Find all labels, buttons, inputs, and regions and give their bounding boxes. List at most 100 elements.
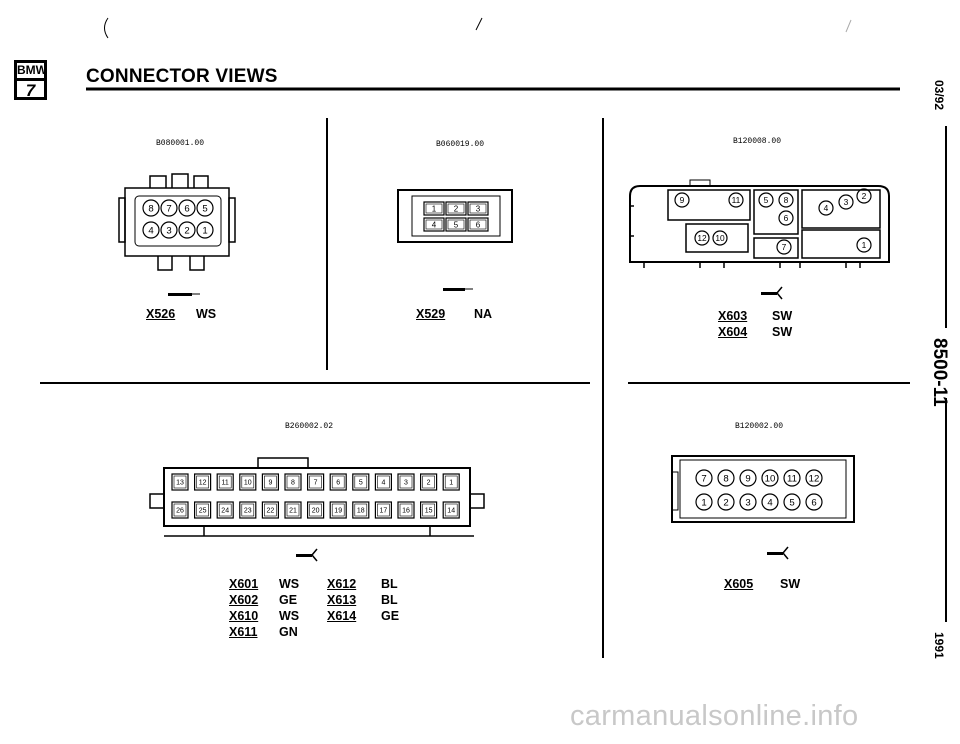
pin-number: 1 (701, 497, 706, 508)
wire-color: WS (279, 577, 300, 591)
connector-entry: X611 GN (229, 624, 327, 640)
pin-number: 7 (782, 242, 787, 252)
connector-entry: X526 WS (146, 306, 244, 322)
pin-number: 6 (336, 480, 340, 487)
wire-color: NA (474, 307, 493, 321)
pin-number: 18 (357, 508, 365, 515)
pin-number: 16 (402, 508, 410, 515)
connector-pin: 6 (467, 217, 489, 232)
page-title: CONNECTOR VIEWS (86, 66, 278, 87)
pin-number: 12 (199, 480, 207, 487)
connector-pin: 1 (423, 201, 445, 216)
connector-pin: 6 (178, 199, 196, 217)
connector-pin: 3 (838, 194, 854, 210)
pin-number: 4 (767, 497, 773, 508)
connector-pin: 8 (778, 192, 794, 208)
connector-list: X601 WS X602 GE X610 WS X611 GN X6 (229, 576, 429, 640)
page-mark-center (475, 17, 483, 31)
connector-pin: 23 (239, 501, 257, 519)
connector-pin: 3 (397, 473, 415, 491)
pin-number: 19 (334, 508, 342, 515)
pin-number: 2 (184, 225, 189, 236)
pin-number: 15 (425, 508, 433, 515)
pin-number: 9 (268, 480, 272, 487)
pin-number: 6 (811, 497, 816, 508)
connector-pin: 1 (695, 493, 713, 511)
connector-pin: 5 (783, 493, 801, 511)
connector-pin: 26 (171, 501, 189, 519)
figure-id: B120002.00 (735, 422, 784, 431)
connector-code: X614 (327, 609, 357, 623)
figure-id: B060019.00 (436, 140, 485, 149)
pin-number: 6 (784, 213, 789, 223)
pin-number: 12 (697, 233, 707, 243)
pin-number: 11 (787, 473, 797, 484)
pin-number: 7 (314, 480, 318, 487)
wire-color: SW (772, 325, 793, 339)
connector-pin: 20 (307, 501, 325, 519)
connector-code: X612 (327, 577, 357, 591)
wire-color: SW (772, 309, 793, 323)
logo-brand: BMW (17, 63, 47, 81)
watermark: carmanualsonline.info (570, 700, 859, 732)
connector-pin: 3 (160, 221, 178, 239)
pin-number: 5 (454, 220, 459, 229)
connector-pin: 8 (142, 199, 160, 217)
connector-pin: 2 (420, 473, 438, 491)
connector-list: X529 NA (416, 306, 522, 322)
connector-pin: 18 (352, 501, 370, 519)
pin-number: 1 (449, 480, 453, 487)
connector-entry: X614 GE (327, 608, 429, 624)
connector-entry: X613 BL (327, 592, 429, 608)
connector-entry: X610 WS (229, 608, 327, 624)
connector-pin: 6 (778, 210, 794, 226)
pin-number: 8 (291, 480, 295, 487)
connector-pin: 6 (329, 473, 347, 491)
pin-number: 5 (764, 195, 769, 205)
pin-number: 3 (166, 225, 171, 236)
connector-pin: 25 (194, 501, 212, 519)
connector-entry: X604 SW (718, 324, 820, 340)
pin-number: 10 (244, 480, 252, 487)
pin-number: 8 (784, 195, 789, 205)
pin-number: 5 (789, 497, 794, 508)
pin-number: 22 (267, 508, 275, 515)
pin-number: 4 (432, 220, 437, 229)
connector-pin: 11 (728, 192, 744, 208)
connector-entry: X601 WS (229, 576, 327, 592)
pin-number: 12 (809, 473, 820, 484)
connector-pin: 10 (712, 230, 728, 246)
connector-code: X602 (229, 593, 259, 607)
pin-number: 3 (844, 197, 849, 207)
connector-code: X611 (229, 625, 258, 639)
wire-color: WS (279, 609, 300, 623)
connector-pin: 12 (694, 230, 710, 246)
pin-number: 3 (745, 497, 750, 508)
wire-color: GE (279, 593, 298, 607)
pin-number: 10 (765, 473, 776, 484)
pin-number: 3 (476, 204, 481, 213)
pin-number: 5 (359, 480, 363, 487)
connector-pin: 7 (776, 239, 792, 255)
pin-number: 24 (221, 508, 229, 515)
connector-code: X526 (146, 307, 176, 321)
connector-pin: 9 (261, 473, 279, 491)
pin-number: 6 (476, 220, 481, 229)
connector-pin: 21 (284, 501, 302, 519)
pin-number: 11 (732, 195, 741, 205)
connector-pin: 8 (717, 469, 735, 487)
pin-number: 26 (176, 508, 184, 515)
connector-list: X526 WS (146, 306, 244, 322)
figure-id: B080001.00 (156, 139, 205, 148)
connector-pin: 2 (178, 221, 196, 239)
pin-number: 2 (723, 497, 728, 508)
connector-pin: 5 (445, 217, 467, 232)
page-mark-right (845, 19, 852, 33)
connector-code: X529 (416, 307, 446, 321)
